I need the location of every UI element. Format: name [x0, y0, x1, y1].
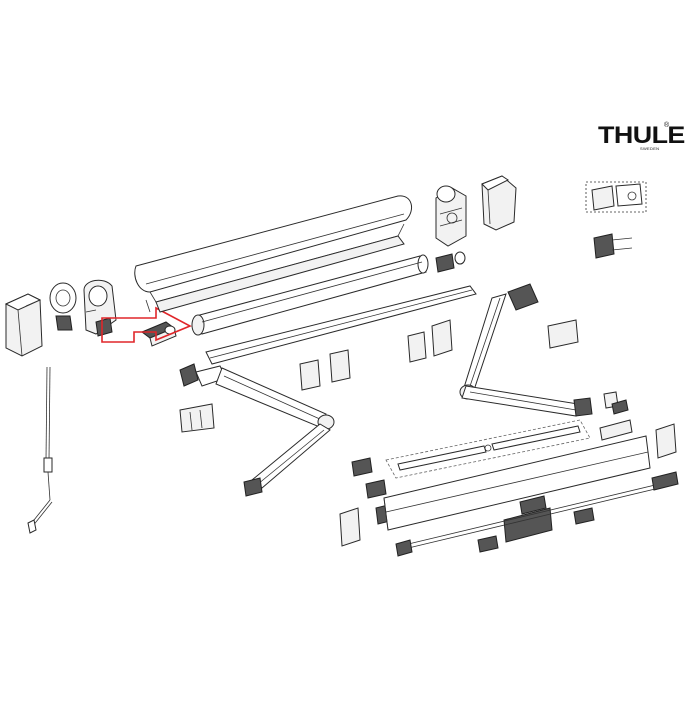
lower-cover-profile[interactable] — [205, 285, 477, 365]
highlight-arrow — [101, 306, 192, 343]
right-articulated-arm[interactable] — [459, 283, 619, 417]
fabric-roller-tube[interactable] — [191, 251, 466, 336]
end-cap-left-cover[interactable] — [4, 293, 43, 357]
spare-parts-kit[interactable] — [585, 181, 647, 259]
thule-logo: THULE ® SWEDEN — [598, 122, 685, 151]
crank-rod[interactable] — [27, 366, 53, 534]
logo-tagline: SWEDEN — [640, 146, 660, 151]
cassette-top-profile[interactable] — [134, 195, 413, 313]
tension-rails[interactable] — [385, 419, 591, 479]
lead-rail-profile[interactable] — [383, 435, 651, 531]
logo-wordmark: THULE — [598, 122, 685, 149]
left-articulated-arm[interactable] — [179, 363, 335, 497]
support-brackets[interactable] — [299, 319, 677, 553]
logo-registered-mark: ® — [664, 122, 670, 129]
leg-assembly-rod[interactable] — [395, 471, 679, 557]
end-cap-right-cover[interactable] — [481, 175, 517, 231]
right-gear-housing[interactable] — [435, 185, 467, 247]
left-bracket-housing[interactable] — [49, 279, 117, 337]
